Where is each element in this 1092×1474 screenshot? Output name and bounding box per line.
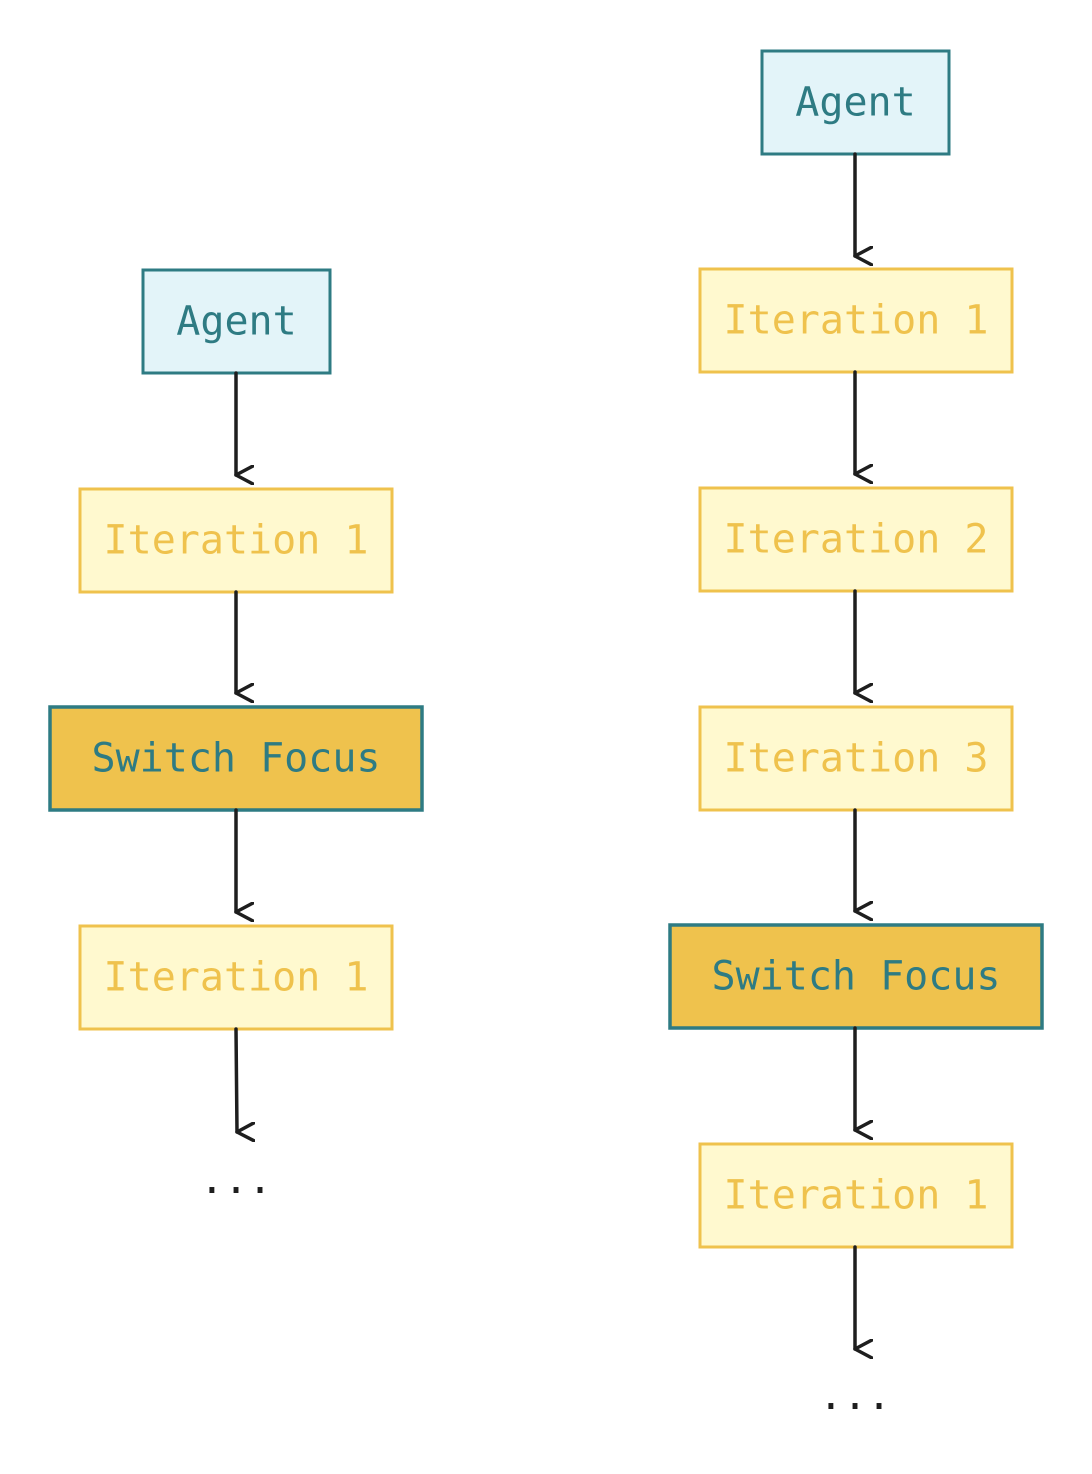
left-agent-node: Agent (141, 268, 332, 375)
right-agent-label: Agent (795, 80, 915, 126)
right-iteration-label-3: Iteration 3 (724, 736, 989, 782)
left-switch-focus-node: Switch Focus (48, 705, 424, 812)
right-iteration-node-3: Iteration 3 (698, 705, 1014, 812)
right-iteration-label-2: Iteration 2 (724, 517, 989, 563)
left-arrow-4 (234, 1027, 237, 1132)
right-switch-focus-node: Switch Focus (668, 923, 1044, 1030)
left-iteration-label-1: Iteration 1 (104, 518, 369, 564)
left-continuation-ellipsis: ... (200, 1157, 272, 1203)
left-switch-focus-label: Switch Focus (92, 736, 381, 782)
left-iteration-node-1: Iteration 1 (78, 487, 394, 594)
right-flow: Agent Iteration 1 Iteration 2 Iteration … (668, 49, 1044, 1419)
left-agent-label: Agent (176, 299, 296, 345)
left-iteration-node-2: Iteration 1 (78, 924, 394, 1031)
left-iteration-label-2: Iteration 1 (104, 955, 369, 1001)
right-iteration-label-1: Iteration 1 (724, 298, 989, 344)
right-switch-focus-label: Switch Focus (712, 954, 1001, 1000)
right-iteration-node-2: Iteration 2 (698, 486, 1014, 593)
right-agent-node: Agent (760, 49, 951, 156)
left-flow: Agent Iteration 1 Switch Focus Iteration… (48, 268, 424, 1203)
right-iteration-label-4: Iteration 1 (724, 1173, 989, 1219)
right-iteration-node-1: Iteration 1 (698, 267, 1014, 374)
right-continuation-ellipsis: ... (819, 1373, 891, 1419)
right-iteration-node-4: Iteration 1 (698, 1142, 1014, 1249)
